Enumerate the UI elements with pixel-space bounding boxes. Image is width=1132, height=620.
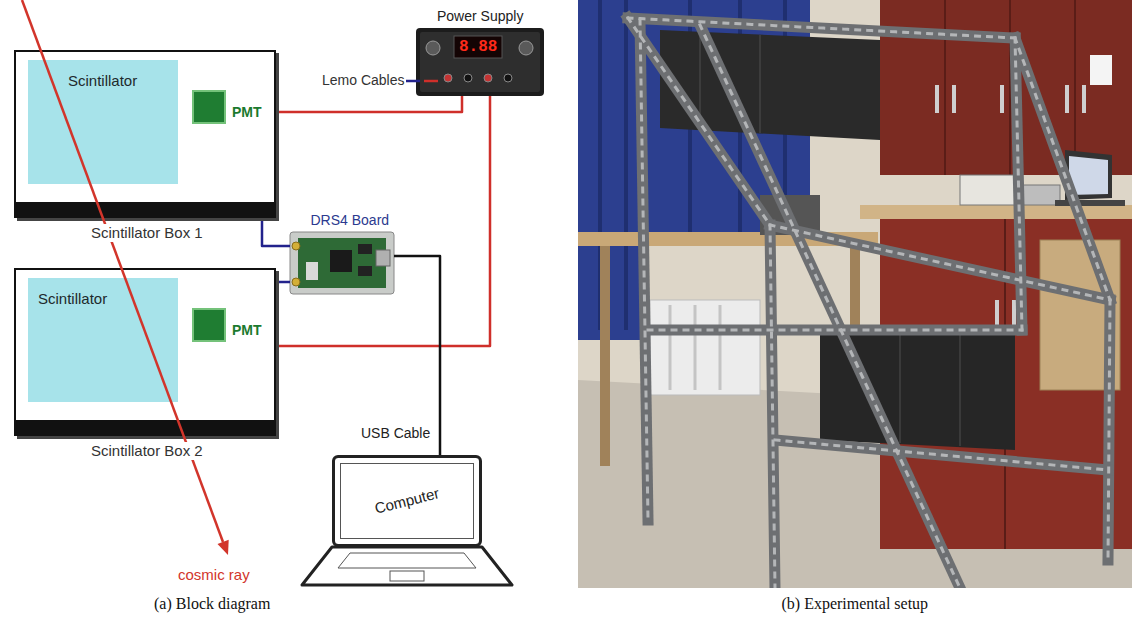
frame-holes: [648, 329, 1022, 332]
cabinet-handle: [1000, 85, 1004, 113]
drs4-chip: [330, 250, 352, 272]
drs4-component: [306, 262, 318, 280]
frame-leg: [1015, 38, 1022, 330]
cable-sample: [424, 80, 438, 83]
power-cable: [276, 96, 462, 112]
photo-instrument: [1020, 185, 1060, 205]
subfigure-caption: (b) Experimental setup: [782, 594, 929, 613]
photo-radiator: [650, 300, 760, 395]
frame-leg: [770, 225, 775, 588]
power-supply-knob: [426, 41, 440, 55]
pmt-module: PMT: [192, 90, 226, 124]
drs4-chip: [358, 266, 372, 276]
frame-bar: [628, 18, 1015, 38]
signal-cable: [276, 281, 290, 284]
box-caption: Scintillator Box 2: [88, 442, 206, 460]
setup-photo: [578, 0, 1132, 588]
frame-bar: [1015, 38, 1110, 300]
photo-wall-cabinet: [880, 0, 1132, 175]
drs4-usb-port: [376, 250, 390, 266]
frame-holes: [700, 25, 960, 588]
cabinet-handle: [1082, 85, 1086, 113]
scintillator-box: Scintillator Box 2ScintillatorPMT: [14, 268, 276, 436]
tape-strip-edge: [899, 333, 901, 443]
frame-holes: [1015, 38, 1022, 330]
radiator-fin: [719, 305, 722, 390]
power-supply-jack: [464, 74, 472, 82]
photo-instrument: [960, 175, 1015, 205]
cable-label: Lemo Cables: [322, 72, 405, 89]
cabinet-handle: [952, 85, 956, 113]
slotted-angle-frame: [628, 18, 1110, 588]
pmt-label: PMT: [232, 104, 262, 121]
pmt-module: PMT: [192, 308, 226, 342]
cabinet-note: [1090, 55, 1112, 85]
frame-holes: [770, 225, 775, 588]
frame-holes: [640, 20, 648, 520]
drs4-housing: [290, 232, 394, 294]
tape-strip-edge: [959, 334, 961, 446]
drs4-board: DRS4 Board: [290, 212, 394, 294]
radiator-fin: [669, 305, 672, 390]
drs4-connector: [292, 278, 300, 286]
power-supply: Power Supply 8.88: [416, 6, 544, 96]
cabinet-door-edge: [944, 0, 946, 175]
frame-holes: [1108, 300, 1110, 560]
scintillator-box: Scintillator Box 1ScintillatorPMT: [14, 50, 276, 218]
frame-holes: [1015, 38, 1110, 300]
device-heading: Power Supply: [437, 8, 523, 25]
cabinet-handle: [995, 300, 999, 328]
frame-holes: [775, 440, 1108, 470]
scintillator-plate: Scintillator: [28, 278, 178, 402]
drs4-chip: [358, 244, 372, 254]
frame-bar: [775, 440, 1108, 470]
cable-label: USB Cable: [359, 425, 432, 442]
power-supply-jack: [484, 74, 492, 82]
radiator-fin: [694, 305, 697, 390]
photo-desk-leg: [600, 246, 610, 466]
pmt-label: PMT: [232, 322, 262, 339]
cosmic-ray-track: [22, 0, 223, 542]
cosmic-ray-label: cosmic ray: [178, 566, 250, 584]
photo-laptop-base: [1055, 200, 1125, 206]
laptop-touchpad: [390, 571, 424, 581]
tape-strip-edge: [759, 35, 761, 133]
power-cable: [276, 96, 490, 346]
power-supply-knob: [519, 41, 533, 55]
cosmic-ray-arrowhead: [218, 540, 229, 555]
device-heading: DRS4 Board: [311, 212, 390, 229]
computer-label: Computer: [373, 484, 441, 517]
scintillator-label: Scintillator: [68, 72, 137, 90]
power-supply-display: [454, 36, 502, 58]
subfigure-caption: (a) Block diagram: [154, 594, 270, 613]
cabinet-handle: [935, 85, 939, 113]
signal-cable: [262, 218, 290, 246]
frame-leg: [640, 20, 648, 520]
drs4-pcb: [298, 238, 386, 288]
photo-wall: [578, 0, 1132, 588]
power-supply-panel: [420, 32, 540, 92]
photo-black-tape: [660, 30, 880, 140]
frame-holes: [628, 18, 770, 225]
frame-holes: [628, 18, 1015, 38]
frame-bar: [700, 25, 960, 588]
display-reading: 8.88: [459, 37, 497, 57]
laptop-base: [302, 547, 512, 585]
laptop-screen: Computer: [332, 455, 482, 547]
photo-bench-top: [860, 205, 1132, 219]
box-caption: Scintillator Box 1: [88, 224, 206, 242]
cabinet-handle: [1065, 85, 1069, 113]
curtain-fold: [624, 0, 628, 330]
power-supply-jack: [504, 74, 512, 82]
scintillator-label: Scintillator: [38, 290, 107, 308]
power-supply-jack: [444, 74, 452, 82]
laptop-keyboard: [338, 553, 476, 568]
frame-leg: [1108, 300, 1110, 560]
cable-sample: [406, 80, 420, 83]
cabinet-door-edge: [1074, 0, 1076, 175]
power-supply-body: [416, 28, 544, 96]
cabinet-handle: [1012, 300, 1016, 328]
drs4-connector: [292, 242, 300, 250]
